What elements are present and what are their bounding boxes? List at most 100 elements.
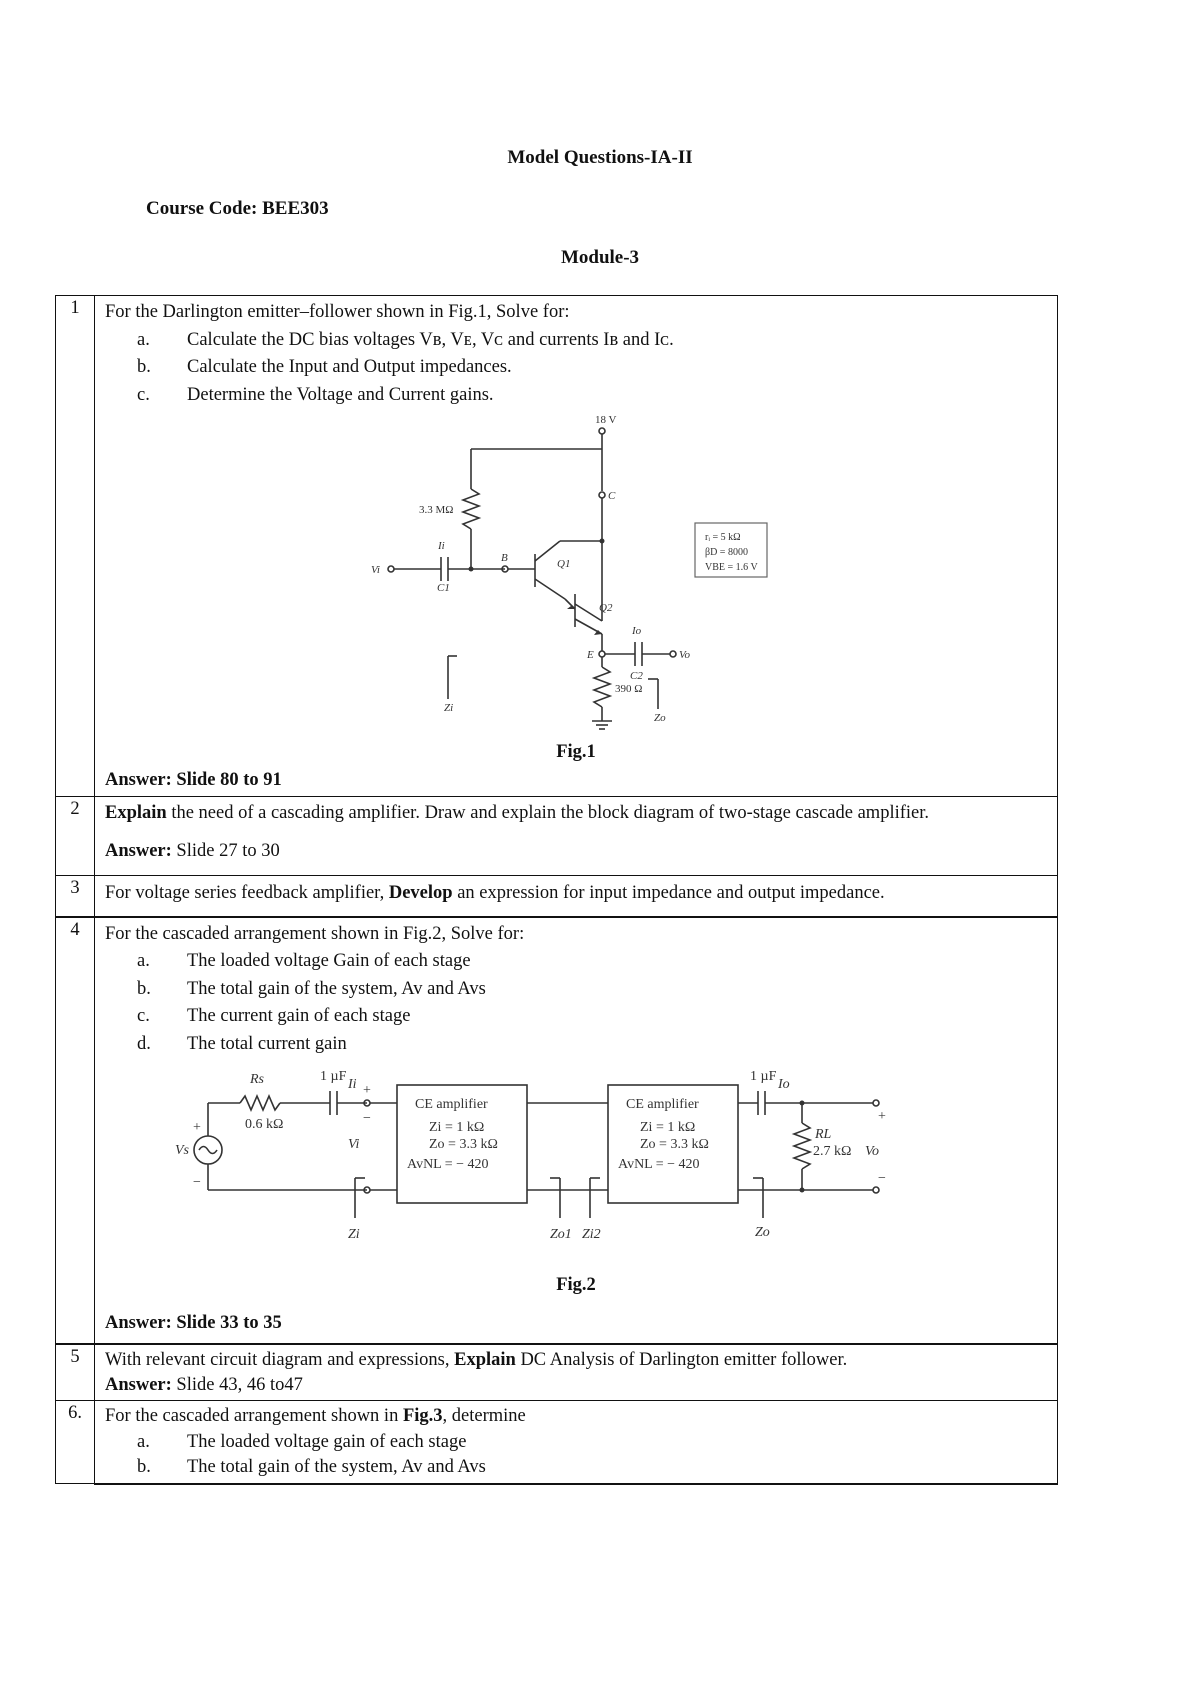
svg-text:Vi: Vi xyxy=(348,1137,360,1152)
svg-text:Io: Io xyxy=(777,1077,790,1092)
item-text: The total current gain xyxy=(187,1033,347,1054)
rl-label: RL xyxy=(814,1127,832,1142)
answer-label: Answer: xyxy=(105,1375,172,1395)
item-text: The loaded voltage gain of each stage xyxy=(187,1431,467,1452)
module-heading: Module-3 xyxy=(560,247,640,268)
directive-word: Explain xyxy=(454,1350,516,1370)
question-number: 4 xyxy=(55,915,95,1345)
svg-text:C2: C2 xyxy=(630,670,643,682)
svg-text:C1: C1 xyxy=(437,582,450,594)
answer-text: Slide 43, 46 to47 xyxy=(171,1375,303,1395)
svg-text:Zi: Zi xyxy=(444,702,453,714)
svg-text:B: B xyxy=(501,552,508,564)
question-text: Explain the need of a cascading amplifie… xyxy=(105,800,1047,828)
question-number: 1 xyxy=(55,295,95,797)
question-text: For the cascaded arrangement shown in Fi… xyxy=(105,1404,1047,1430)
question-row-6: 6. For the cascaded arrangement shown in… xyxy=(55,1400,1058,1485)
item-label: c. xyxy=(137,384,150,405)
item-text: Calculate the Input and Output impedance… xyxy=(187,357,512,377)
svg-text:Zo1: Zo1 xyxy=(550,1227,572,1242)
question-text-start: For the cascaded arrangement shown in xyxy=(105,1406,403,1426)
svg-text:Vi: Vi xyxy=(371,564,380,576)
svg-text:+: + xyxy=(363,1083,371,1098)
directive-word: Develop xyxy=(388,883,453,903)
svg-text:Zi: Zi xyxy=(348,1227,360,1242)
question-row-4: 4 For the cascaded arrangement shown in … xyxy=(55,915,1058,1345)
question-text-start: With relevant circuit diagram and expres… xyxy=(105,1350,455,1370)
param-beta: βD = 8000 xyxy=(705,547,748,558)
figure-reference: Fig.3 xyxy=(402,1406,443,1426)
question-row-3: 3 For voltage series feedback amplifier,… xyxy=(55,875,1058,917)
document-title: Model Questions-IA-II xyxy=(507,147,693,168)
param-vbe: VBE = 1.6 V xyxy=(705,562,758,573)
list-item: a. Calculate the DC bias voltages Vʙ, Vᴇ,… xyxy=(105,327,1047,355)
answer-line: Answer: Slide 43, 46 to47 xyxy=(105,1373,1047,1398)
question-number: 5 xyxy=(55,1343,95,1401)
item-label: a. xyxy=(137,1431,150,1452)
svg-text:−: − xyxy=(193,1175,201,1190)
question-number: 6. xyxy=(55,1400,95,1484)
item-text: The current gain of each stage xyxy=(187,1006,411,1026)
question-row-5: 5 With relevant circuit diagram and expr… xyxy=(55,1343,1058,1401)
rs-value: 0.6 kΩ xyxy=(245,1117,283,1132)
svg-text:Zo: Zo xyxy=(654,712,666,724)
list-item: b.The total gain of the system, Av and A… xyxy=(105,1455,1047,1481)
figure-caption: Fig.2 xyxy=(556,1275,596,1295)
question-intro: For the cascaded arrangement shown in Fi… xyxy=(105,923,525,944)
item-label: b. xyxy=(137,357,151,377)
svg-text:Q1: Q1 xyxy=(557,558,570,570)
rs-label: Rs xyxy=(249,1072,265,1087)
item-label: d. xyxy=(137,1033,151,1054)
amp1-zi: Zi = 1 kΩ xyxy=(429,1120,484,1135)
amp2-zi: Zi = 1 kΩ xyxy=(640,1120,695,1135)
list-item: a. The loaded voltage Gain of each stage xyxy=(105,948,1047,976)
list-item: a. The loaded voltage gain of each stage xyxy=(105,1430,1047,1456)
item-text: The loaded voltage Gain of each stage xyxy=(187,951,471,971)
list-item: c.The current gain of each stage xyxy=(105,1003,1047,1031)
item-label: b. xyxy=(137,1457,151,1477)
svg-text:Q2: Q2 xyxy=(599,602,613,614)
figure-caption: Fig.1 xyxy=(556,742,596,762)
question-body: For the Darlington emitter–follower show… xyxy=(94,295,1058,797)
question-sentence: the need of a cascading amplifier. Draw … xyxy=(166,803,930,823)
item-text: The total gain of the system, Av and Avs xyxy=(187,978,486,999)
item-text: Calculate the DC bias voltages Vʙ, Vᴇ, V… xyxy=(187,329,674,350)
answer-text: Answer: Slide 33 to 35 xyxy=(105,1312,282,1333)
item-label: a. xyxy=(137,951,150,971)
darlington-circuit-figure: 18 V C 3.3 MΩ B Vi C1 Ii Q1 Q2 E C2 Io V… xyxy=(371,414,768,730)
list-item: b. The total gain of the system, Av and A… xyxy=(105,976,1047,1004)
svg-text:Ii: Ii xyxy=(437,540,445,552)
svg-text:Io: Io xyxy=(631,625,642,637)
base-resistor-label: 3.3 MΩ xyxy=(419,504,453,516)
answer-label: Answer: xyxy=(105,840,172,861)
svg-text:Vo: Vo xyxy=(679,649,691,661)
cap1-label: 1 µF xyxy=(320,1069,347,1084)
question-intro: For the Darlington emitter–follower show… xyxy=(105,302,570,322)
item-label: b. xyxy=(137,978,151,999)
question-text-end: , determine xyxy=(442,1406,526,1426)
question-text-end: an expression for input impedance and ou… xyxy=(452,883,885,903)
directive-word: Explain xyxy=(105,803,167,823)
svg-text:Ii: Ii xyxy=(347,1077,357,1092)
question-text: With relevant circuit diagram and expres… xyxy=(105,1348,1047,1373)
svg-text:Vs: Vs xyxy=(175,1143,190,1158)
list-item: c.Determine the Voltage and Current gain… xyxy=(105,382,1047,410)
questions-table: 1 For the Darlington emitter–follower sh… xyxy=(55,295,1058,1485)
svg-text:−: − xyxy=(878,1171,886,1186)
question-number: 2 xyxy=(55,796,95,876)
amp1-title: CE amplifier xyxy=(415,1097,488,1112)
amp2-av: AvNL = − 420 xyxy=(618,1157,700,1172)
answer-text: Slide 27 to 30 xyxy=(171,840,280,861)
question-text-start: For voltage series feedback amplifier, xyxy=(105,883,389,903)
amp1-av: AvNL = − 420 xyxy=(407,1157,489,1172)
supply-voltage-label: 18 V xyxy=(595,414,617,426)
svg-text:Zi2: Zi2 xyxy=(582,1227,601,1242)
item-label: a. xyxy=(137,329,150,350)
emitter-resistor-label: 390 Ω xyxy=(615,683,642,695)
question-body: For the cascaded arrangement shown in Fi… xyxy=(94,1400,1058,1485)
question-row-1: 1 For the Darlington emitter–follower sh… xyxy=(55,295,1058,797)
question-body: For voltage series feedback amplifier, D… xyxy=(94,875,1058,917)
list-item: d. The total current gain xyxy=(105,1031,1047,1059)
svg-text:+: + xyxy=(878,1109,886,1124)
amp2-title: CE amplifier xyxy=(626,1097,699,1112)
